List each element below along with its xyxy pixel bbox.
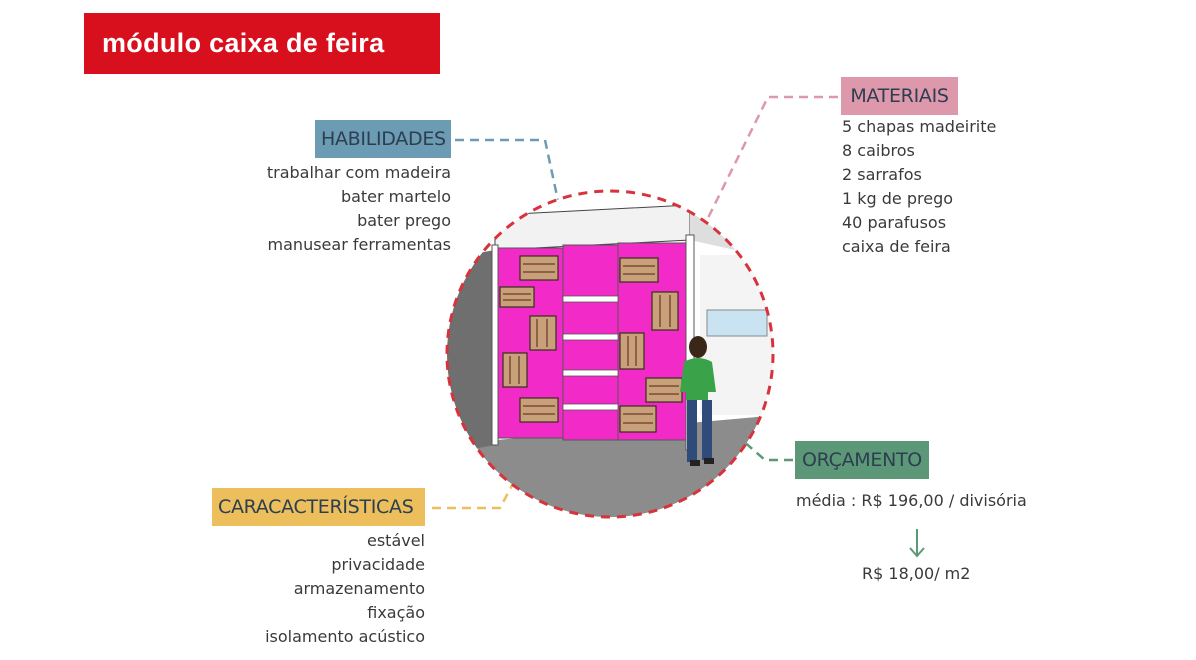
habilidades-label-text: HABILIDADES — [321, 128, 446, 150]
list-item: bater prego — [357, 211, 451, 230]
materiais-list: 5 chapas madeirite 8 caibros 2 sarrafos … — [842, 115, 996, 259]
list-item: bater martelo — [340, 187, 451, 206]
wall-scene — [447, 191, 773, 517]
page-title: módulo caixa de feira — [102, 28, 385, 58]
list-item: isolamento acústico — [265, 627, 425, 646]
orcamento-connector — [741, 439, 793, 462]
magenta-panel-center — [562, 244, 619, 441]
list-item: 40 parafusos — [842, 213, 947, 232]
orcamento-media: média : R$ 196,00 / divisória — [796, 491, 1027, 510]
materiais-label: MATERIAIS — [841, 77, 958, 115]
focus-circle — [445, 189, 775, 519]
materiais-label-text: MATERIAIS — [850, 85, 949, 107]
habilidades-connector — [455, 138, 562, 211]
caracteristicas-list: estável privacidade armazenamento fixaçã… — [265, 529, 425, 649]
orcamento-m2: R$ 18,00/ m2 — [862, 564, 971, 583]
list-item: armazenamento — [293, 579, 425, 598]
orcamento-label: ORÇAMENTO — [795, 441, 929, 479]
caracteristicas-label: CARACACTERÍSTICAS — [212, 488, 425, 526]
materiais-connector — [704, 95, 838, 223]
list-item: 8 caibros — [842, 141, 915, 160]
arrow-down-icon — [909, 529, 925, 558]
orcamento-label-text: ORÇAMENTO — [802, 449, 922, 471]
habilidades-list: trabalhar com madeira bater martelo bate… — [267, 161, 451, 257]
list-item: fixação — [367, 603, 425, 622]
list-item: 1 kg de prego — [842, 189, 954, 208]
person-figure — [680, 336, 716, 466]
list-item: privacidade — [331, 555, 425, 574]
list-item: caixa de feira — [842, 237, 951, 256]
list-item: estável — [366, 531, 425, 550]
list-item: trabalhar com madeira — [266, 163, 451, 182]
list-item: 5 chapas madeirite — [842, 117, 997, 136]
crate — [499, 255, 683, 433]
caracteristicas-connector — [432, 477, 518, 510]
list-item: manusear ferramentas — [267, 235, 451, 254]
habilidades-label: HABILIDADES — [315, 120, 451, 158]
caracteristicas-label-text: CARACACTERÍSTICAS — [218, 496, 414, 518]
title-banner: módulo caixa de feira — [84, 13, 440, 74]
list-item: 2 sarrafos — [842, 165, 922, 184]
